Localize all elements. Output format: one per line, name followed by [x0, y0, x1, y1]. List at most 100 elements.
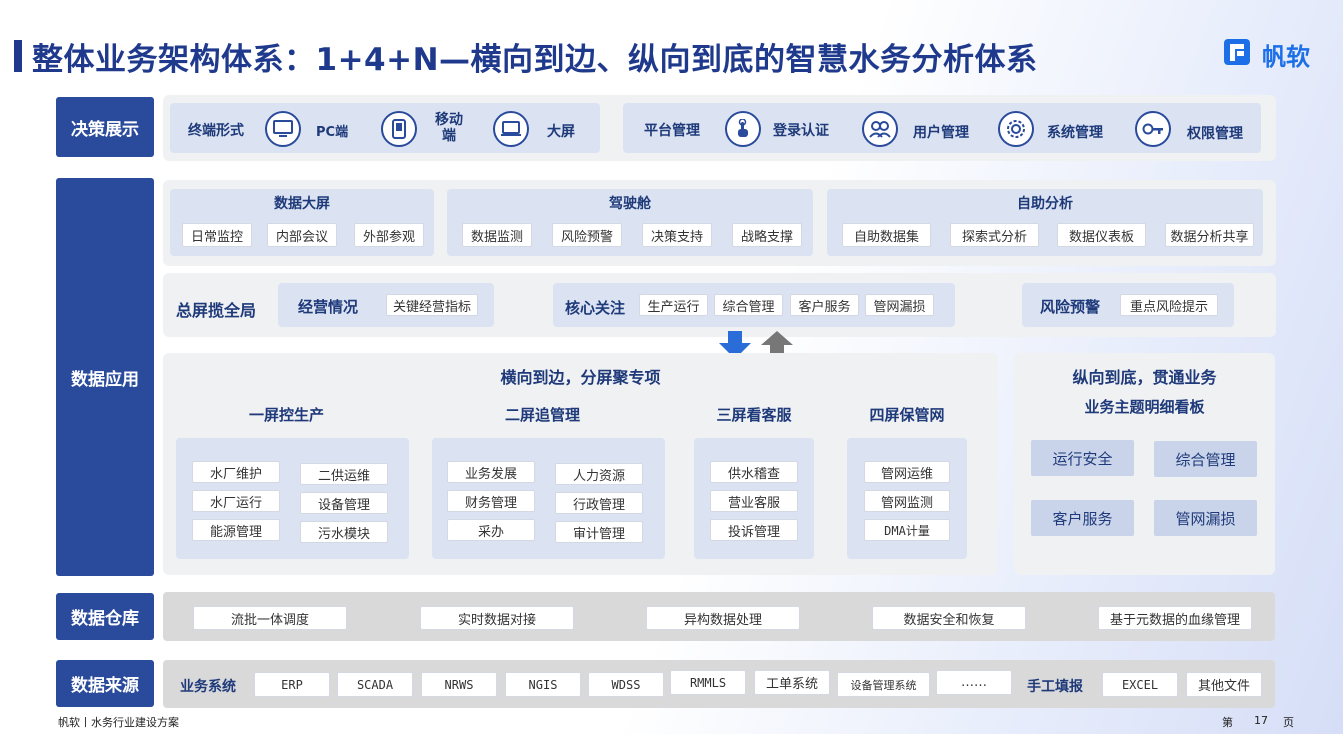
source-biz-item: NGIS — [505, 672, 581, 697]
group-cockpit-item: 风险预警 — [552, 223, 622, 247]
group-bigscreen-item: 外部参观 — [354, 223, 424, 247]
source-manual-label: 手工填报 — [1027, 679, 1083, 695]
screen-2-item: 业务发展 — [447, 461, 535, 483]
vertical-tile: 客户服务 — [1031, 500, 1134, 536]
vertical-title: 纵向到底，贯通业务 — [1072, 368, 1217, 387]
core-item: 管网漏损 — [865, 294, 934, 316]
screen-4-title: 四屏保管网 — [869, 406, 945, 424]
screen-2-title: 二屏追管理 — [504, 406, 580, 424]
screen-3-item: 投诉管理 — [710, 519, 798, 541]
touch-login-icon — [725, 111, 761, 147]
screen-2-item: 行政管理 — [555, 492, 643, 514]
large-screen-icon — [493, 111, 529, 147]
biz-item: 关键经营指标 — [386, 294, 478, 316]
source-biz-label: 业务系统 — [180, 679, 236, 695]
screen-1-item: 水厂维护 — [192, 461, 280, 483]
platform-label: 平台管理 — [644, 123, 700, 139]
group-selfservice-item: 探索式分析 — [950, 223, 1039, 247]
source-biz-item: …… — [936, 670, 1012, 695]
core-item: 生产运行 — [639, 294, 708, 316]
group-cockpit-item: 数据监测 — [462, 223, 532, 247]
group-cockpit-item: 战略支撑 — [732, 223, 802, 247]
layer-label-application: 数据应用 — [56, 178, 154, 576]
page-title: 整体业务架构体系：1+4+N—横向到边、纵向到底的智慧水务分析体系 — [32, 42, 1038, 78]
group-bigscreen-item: 日常监控 — [182, 223, 252, 247]
biz-label: 经营情况 — [298, 298, 359, 316]
layer-label-decision: 决策展示 — [56, 97, 154, 157]
gear-icon — [998, 111, 1034, 147]
source-biz-item: SCADA — [337, 672, 413, 697]
screen-3-title: 三屏看客服 — [716, 406, 792, 424]
vertical-subtitle: 业务主题明细看板 — [1084, 398, 1205, 416]
screen-1-item: 二供运维 — [300, 463, 388, 485]
vertical-tile: 综合管理 — [1154, 441, 1257, 477]
key-icon — [1135, 111, 1171, 147]
arrow-up-icon — [761, 331, 793, 363]
platform-users: 用户管理 — [913, 125, 969, 141]
screen-4-item: 管网运维 — [864, 461, 950, 483]
group-selfservice-item: 数据分析共享 — [1165, 223, 1254, 247]
screen-2-item: 采办 — [447, 519, 535, 541]
layer-label-source: 数据来源 — [56, 660, 154, 707]
screen-2-item: 财务管理 — [447, 490, 535, 512]
screen-4-item: DMA计量 — [864, 519, 950, 541]
source-biz-item: 工单系统 — [754, 670, 830, 695]
source-biz-item: RMMLS — [670, 670, 746, 695]
pc-monitor-icon — [265, 111, 301, 147]
footer-page-prefix: 第 — [1222, 716, 1233, 729]
vertical-tile: 运行安全 — [1031, 440, 1134, 476]
source-biz-item: ERP — [254, 672, 330, 697]
screen-2-item: 人力资源 — [555, 463, 643, 485]
source-biz-item: NRWS — [421, 672, 497, 697]
screen-2-item: 审计管理 — [555, 521, 643, 543]
core-item: 综合管理 — [714, 294, 783, 316]
fanruan-logo-icon — [1222, 37, 1252, 67]
overview-label: 总屏揽全局 — [176, 301, 257, 320]
platform-login: 登录认证 — [773, 123, 829, 139]
terminal-mobile: 移动端 — [435, 112, 463, 144]
warehouse-item: 流批一体调度 — [193, 606, 347, 630]
terminal-pc: PC端 — [316, 125, 349, 140]
source-biz-item: WDSS — [588, 672, 664, 697]
group-cockpit-title: 驾驶舱 — [609, 196, 651, 212]
screen-1-item: 能源管理 — [192, 519, 280, 541]
horizontal-title: 横向到边，分屏聚专项 — [500, 368, 661, 387]
screen-1-item: 设备管理 — [300, 492, 388, 514]
mobile-phone-icon — [381, 111, 417, 147]
platform-permission: 权限管理 — [1187, 126, 1243, 142]
warehouse-item: 数据安全和恢复 — [872, 606, 1026, 630]
group-selfservice-item: 数据仪表板 — [1057, 223, 1146, 247]
group-bigscreen-item: 内部会议 — [267, 223, 337, 247]
screen-3-item: 营业客服 — [710, 490, 798, 512]
risk-item: 重点风险提示 — [1120, 294, 1218, 316]
logo-text: 帆软 — [1262, 43, 1310, 71]
core-label: 核心关注 — [565, 299, 626, 317]
footer-page-number: 17 — [1254, 714, 1268, 727]
group-bigscreen-title: 数据大屏 — [274, 196, 330, 212]
layer-label-warehouse: 数据仓库 — [56, 593, 154, 640]
arrow-down-icon — [719, 331, 751, 363]
screen-1-item: 污水模块 — [300, 521, 388, 543]
footer-page-suffix: 页 — [1283, 716, 1294, 729]
group-selfservice-item: 自助数据集 — [842, 223, 931, 247]
users-icon — [862, 111, 898, 147]
warehouse-item: 基于元数据的血缘管理 — [1098, 606, 1252, 630]
group-cockpit-item: 决策支持 — [642, 223, 712, 247]
footer-left: 帆软丨水务行业建设方案 — [58, 716, 179, 729]
screen-1-item: 水厂运行 — [192, 490, 280, 512]
warehouse-item: 异构数据处理 — [646, 606, 800, 630]
vertical-tile: 管网漏损 — [1154, 500, 1257, 536]
warehouse-item: 实时数据对接 — [420, 606, 574, 630]
source-biz-item: 设备管理系统 — [837, 672, 930, 697]
screen-4-item: 管网监测 — [864, 490, 950, 512]
core-item: 客户服务 — [790, 294, 859, 316]
risk-label: 风险预警 — [1040, 298, 1101, 316]
terminal-bigscreen: 大屏 — [547, 124, 575, 140]
screen-3-item: 供水稽查 — [710, 461, 798, 483]
screen-1-title: 一屏控生产 — [248, 406, 324, 424]
terminal-label: 终端形式 — [188, 123, 244, 139]
group-selfservice-title: 自助分析 — [1017, 196, 1073, 212]
platform-system: 系统管理 — [1047, 125, 1103, 141]
source-manual-item: 其他文件 — [1186, 672, 1262, 697]
source-manual-item: EXCEL — [1102, 672, 1178, 697]
